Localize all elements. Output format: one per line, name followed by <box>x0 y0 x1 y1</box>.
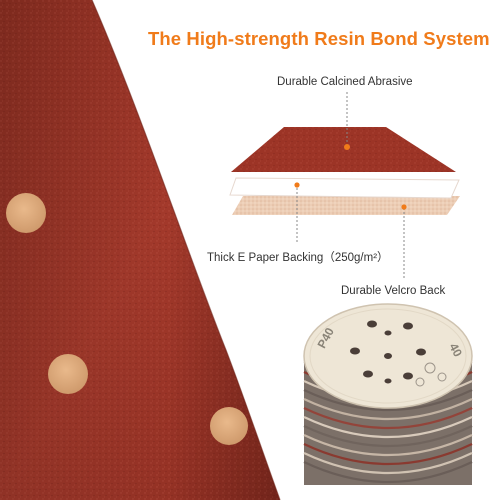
velcro-back-callout-label: Durable Velcro Back <box>341 285 446 297</box>
page-title: The High-strength Resin Bond System <box>148 28 490 49</box>
callout-leaders <box>294 92 407 280</box>
callout-marker <box>344 144 350 150</box>
dust-hole <box>48 354 88 394</box>
callout-marker <box>401 204 407 210</box>
paper-layer <box>229 177 460 199</box>
disc-stack <box>303 303 473 485</box>
disc-print <box>415 362 447 387</box>
disc-holes <box>350 320 426 384</box>
layer-diagram <box>229 127 460 215</box>
abrasive-callout-label: Durable Calcined Abrasive <box>277 76 413 88</box>
paper-backing-callout-label: Thick E Paper Backing（250g/m²） <box>207 252 389 264</box>
dust-hole <box>210 407 248 445</box>
callout-marker <box>294 182 300 188</box>
sanding-sheet <box>0 0 281 500</box>
dust-hole <box>6 193 46 233</box>
velcro-layer <box>232 196 460 215</box>
